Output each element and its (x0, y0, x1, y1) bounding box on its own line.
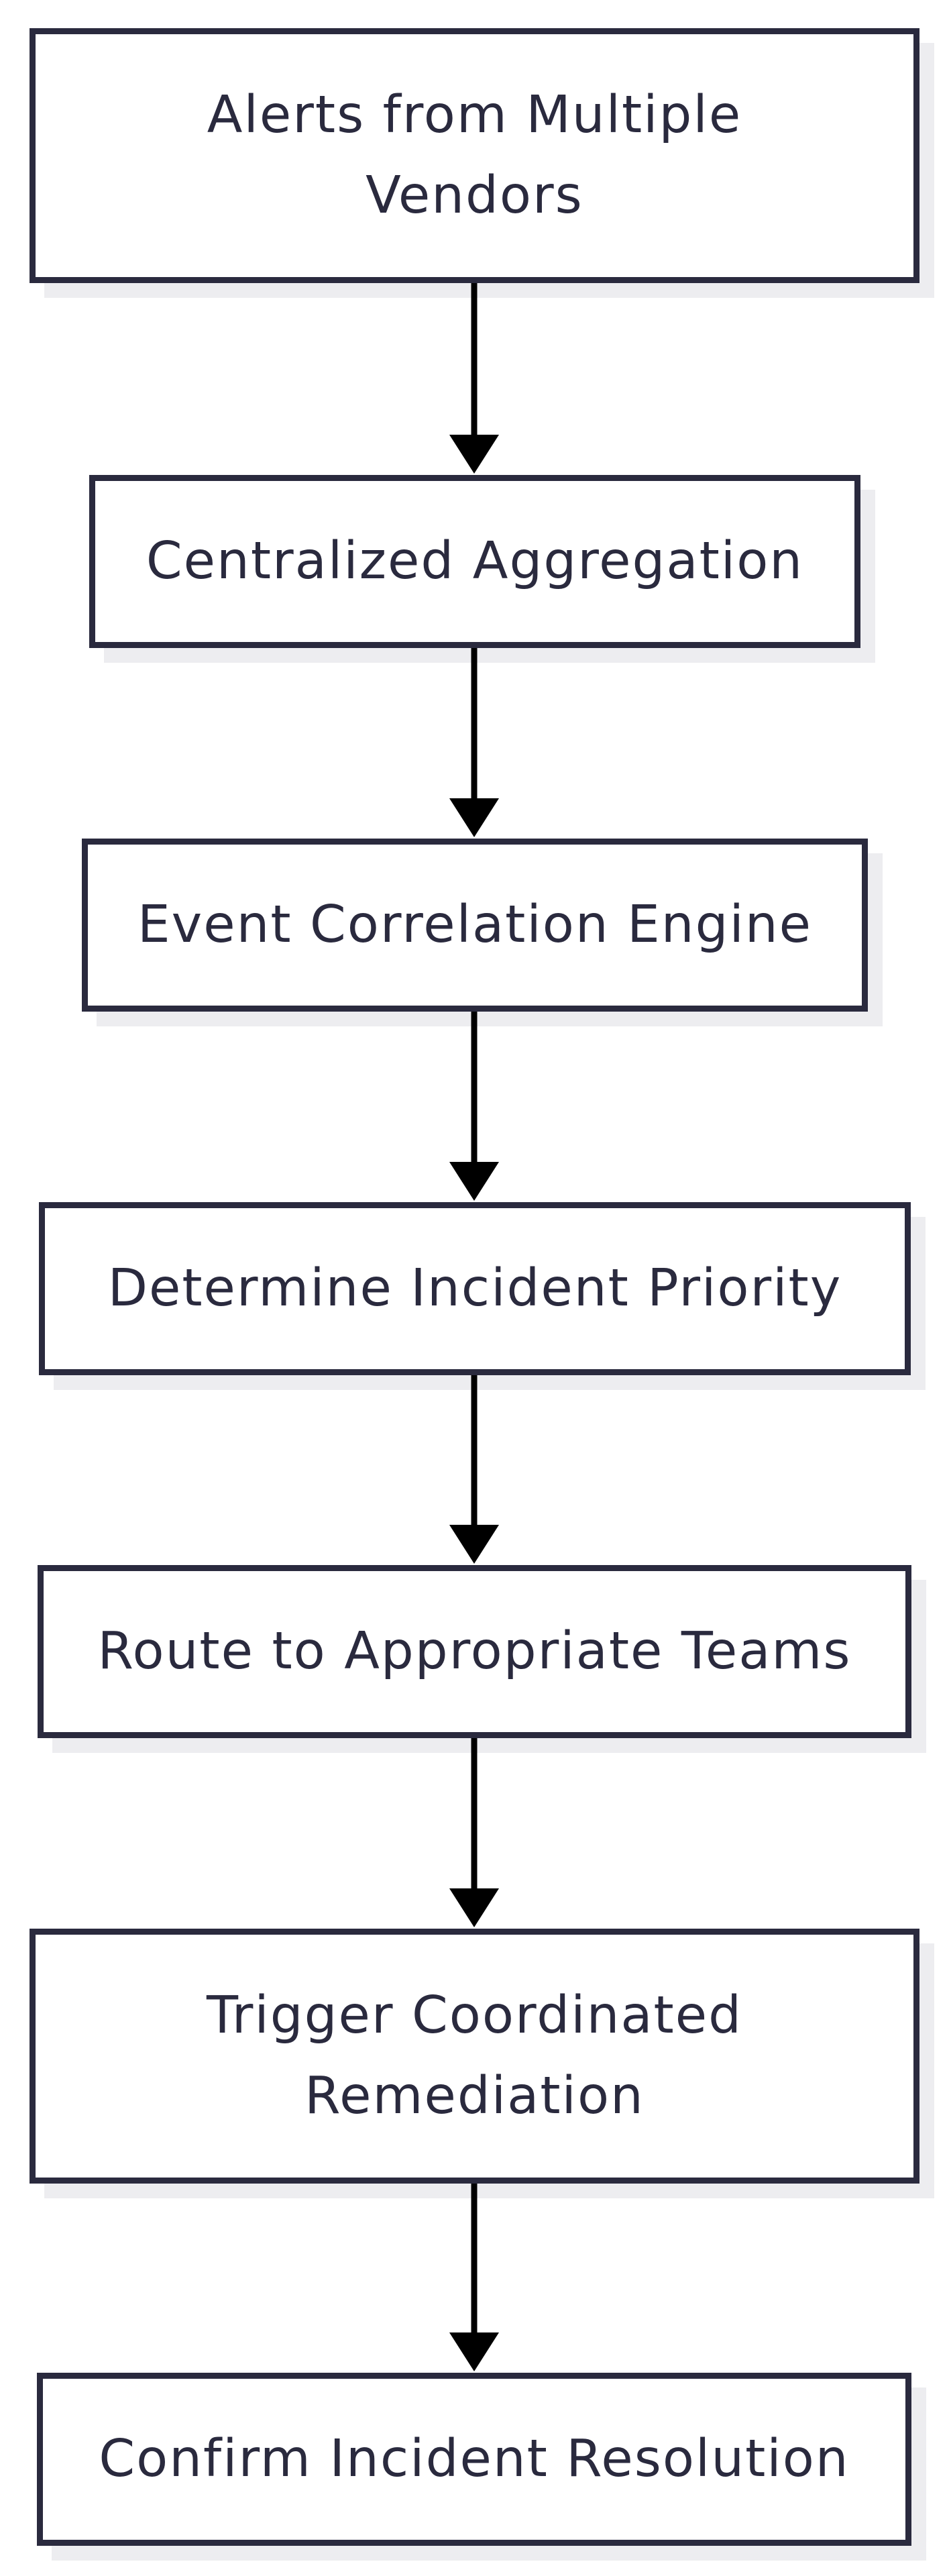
flow-node-n2: Centralized Aggregation (89, 475, 860, 648)
arrow-down-icon (449, 1162, 499, 1201)
flow-node-n6: Trigger Coordinated Remediation (30, 1929, 919, 2184)
flow-node-label: Determine Incident Priority (107, 1258, 842, 1318)
flow-node-label: Event Correlation Engine (137, 895, 813, 955)
flow-node-n1: Alerts from Multiple Vendors (30, 28, 919, 283)
flow-node-n7: Confirm Incident Resolution (37, 2373, 911, 2546)
arrow-down-icon (449, 798, 499, 837)
flow-node-n3: Event Correlation Engine (82, 839, 868, 1012)
arrow-down-icon (449, 435, 499, 474)
flow-node-n5: Route to Appropriate Teams (38, 1565, 911, 1738)
arrow-down-icon (449, 1888, 499, 1927)
flow-node-label: Trigger Coordinated Remediation (206, 1986, 742, 2126)
flow-node-label: Confirm Incident Resolution (99, 2429, 850, 2489)
flow-node-label: Route to Appropriate Teams (97, 1621, 852, 1681)
flow-node-label: Centralized Aggregation (146, 531, 804, 591)
arrow-down-icon (449, 1525, 499, 1564)
arrow-down-icon (449, 2332, 499, 2371)
flow-node-n4: Determine Incident Priority (39, 1202, 911, 1375)
flow-node-label: Alerts from Multiple Vendors (207, 85, 742, 225)
